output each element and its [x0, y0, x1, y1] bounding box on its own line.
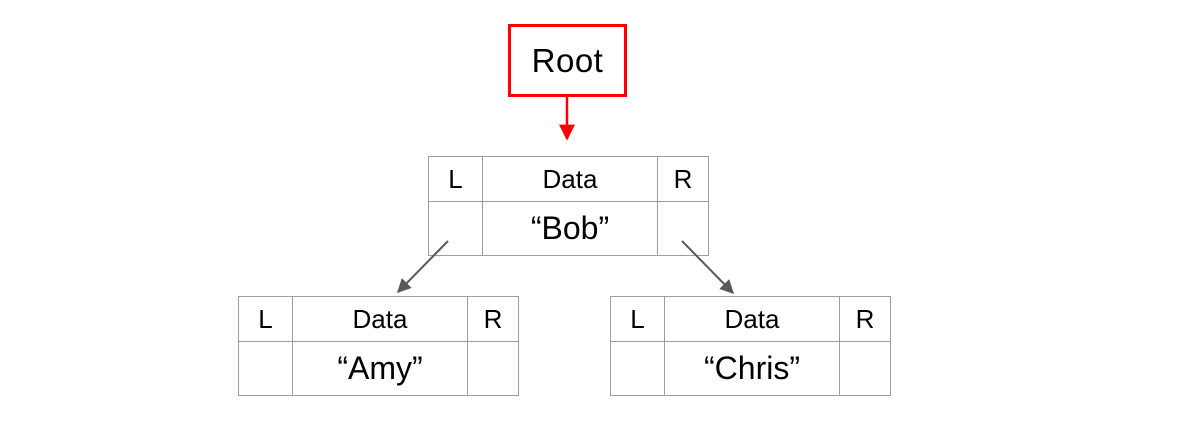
node-chris-data-header: Data [664, 296, 840, 342]
node-amy-value: “Amy” [292, 341, 468, 396]
node-table-chris: L Data R “Chris” [610, 296, 891, 396]
node-bob-right-pointer-cell [657, 201, 709, 256]
node-chris-left-header: L [610, 296, 665, 342]
node-amy-left-pointer-cell [238, 341, 293, 396]
node-chris-value-row: “Chris” [610, 341, 891, 396]
node-bob-data-header: Data [482, 156, 658, 202]
node-chris-right-header: R [839, 296, 891, 342]
node-bob-left-header: L [428, 156, 483, 202]
node-amy-header-row: L Data R [238, 296, 519, 342]
node-amy-right-pointer-cell [467, 341, 519, 396]
node-table-bob: L Data R “Bob” [428, 156, 709, 256]
node-bob-left-pointer-cell [428, 201, 483, 256]
node-amy-right-header: R [467, 296, 519, 342]
node-table-amy: L Data R “Amy” [238, 296, 519, 396]
node-bob-value-row: “Bob” [428, 201, 709, 256]
node-amy-data-header: Data [292, 296, 468, 342]
root-label: Root [531, 41, 604, 79]
node-chris-header-row: L Data R [610, 296, 891, 342]
node-bob-header-row: L Data R [428, 156, 709, 202]
root-pointer-box: Root [508, 24, 627, 97]
node-bob-value: “Bob” [482, 201, 658, 256]
node-chris-value: “Chris” [664, 341, 840, 396]
node-bob-right-header: R [657, 156, 709, 202]
node-chris-right-pointer-cell [839, 341, 891, 396]
node-amy-left-header: L [238, 296, 293, 342]
node-chris-left-pointer-cell [610, 341, 665, 396]
node-amy-value-row: “Amy” [238, 341, 519, 396]
